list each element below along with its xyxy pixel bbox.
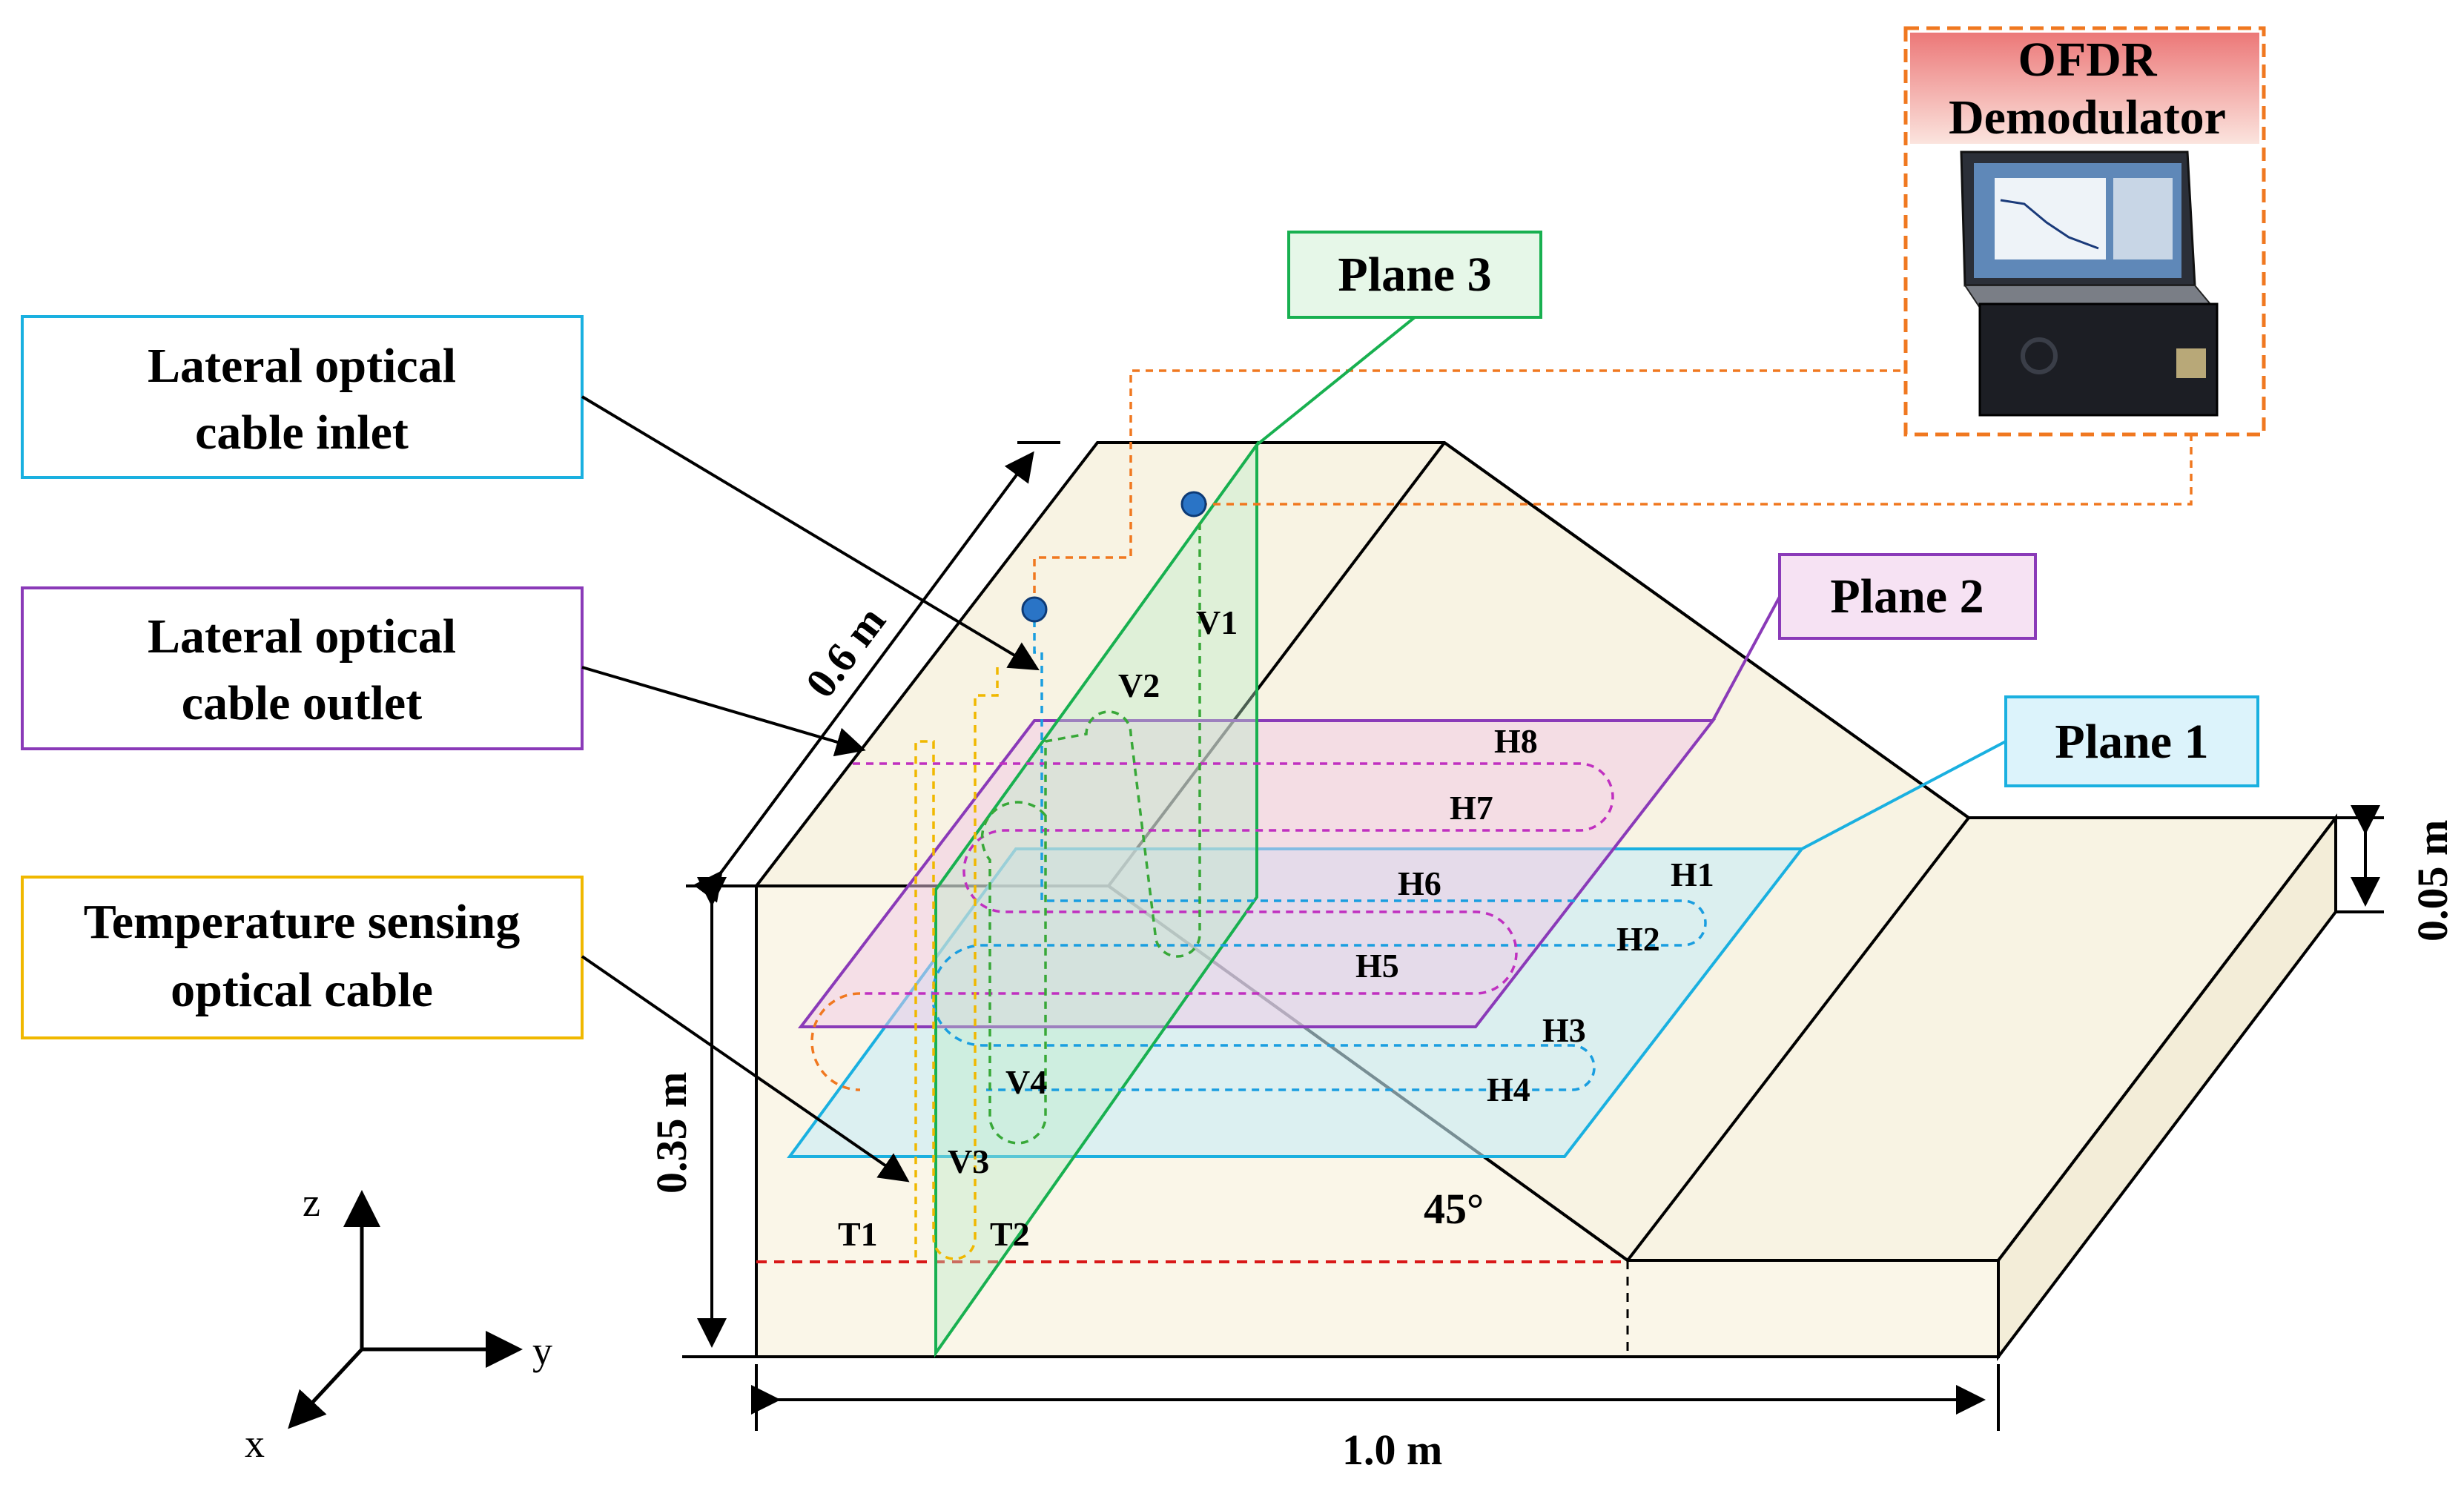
blue-fiber-route [931,606,1707,1091]
svg-text:Plane 1: Plane 1 [2055,715,2208,769]
yellow-fiber-route [914,667,999,1260]
toe-edge [1626,816,1970,1262]
label-V2: V2 [1118,667,1160,704]
label-H2: H2 [1616,920,1660,958]
orange-fiber-route [810,369,2193,1091]
label-V1: V1 [1196,603,1238,641]
label-V4: V4 [1005,1063,1047,1101]
callout-outlet-line-1: Lateral optical [148,609,456,664]
callout-inlet: Lateral optical cable inlet [21,315,1040,671]
ofdr-title-line-2: Demodulator [1949,90,2226,145]
callout-outlet: Lateral optical cable outlet [21,586,866,757]
plane-2-label: Plane 2 [1711,553,2037,721]
axis-z-label: z [303,1180,320,1225]
label-H3: H3 [1542,1011,1586,1049]
callout-temp-line-2: optical cable [171,963,433,1017]
callout-temp-line-1: Temperature sensing [84,895,521,949]
callout-temperature: Temperature sensing optical cable [21,876,910,1183]
demodulator-box-icon [1978,302,2219,417]
slope-top-edge [1443,441,1970,819]
slope-angle-label: 45° [1424,1185,1484,1233]
svg-text:Plane 3: Plane 3 [1338,248,1491,302]
callout-outlet-line-2: cable outlet [182,676,422,730]
height-dimension-label: 0.35 m [647,1072,696,1194]
axis-x-label: x [245,1421,265,1466]
callout-inlet-line-1: Lateral optical [148,339,456,393]
label-H8: H8 [1494,722,1538,760]
width-dimension-label: 1.0 m [1342,1426,1442,1474]
ofdr-title-line-1: OFDR [2018,33,2158,87]
cable-inlet-point [1021,596,1048,623]
label-H5: H5 [1355,947,1399,985]
callout-inlet-line-2: cable inlet [195,406,409,460]
label-H1: H1 [1671,856,1714,893]
toe-height-label: 0.05 m [2408,820,2457,942]
plane-3-label: Plane 3 [1255,231,1542,446]
sensor-labels: H1 H2 H3 H4 H5 H6 H7 H8 V1 V2 V3 V4 T1 T… [838,603,1714,1253]
ofdr-demodulator: OFDR Demodulator [1903,26,2266,437]
label-H4: H4 [1487,1071,1530,1108]
laptop-icon [1960,151,2216,308]
label-H6: H6 [1398,864,1441,902]
axis-y-label: y [532,1329,552,1373]
label-T2: T2 [990,1215,1030,1253]
label-V3: V3 [948,1142,989,1180]
cable-outlet-point [1180,491,1207,517]
coordinate-axes [288,1190,523,1429]
label-H7: H7 [1450,789,1493,827]
svg-text:Plane 2: Plane 2 [1830,569,1984,624]
plane-1-label: Plane 1 [1801,695,2259,850]
dimension-lines [682,441,2384,1431]
depth-dimension-label: 0.6 m [796,598,894,707]
label-T1: T1 [838,1215,878,1253]
